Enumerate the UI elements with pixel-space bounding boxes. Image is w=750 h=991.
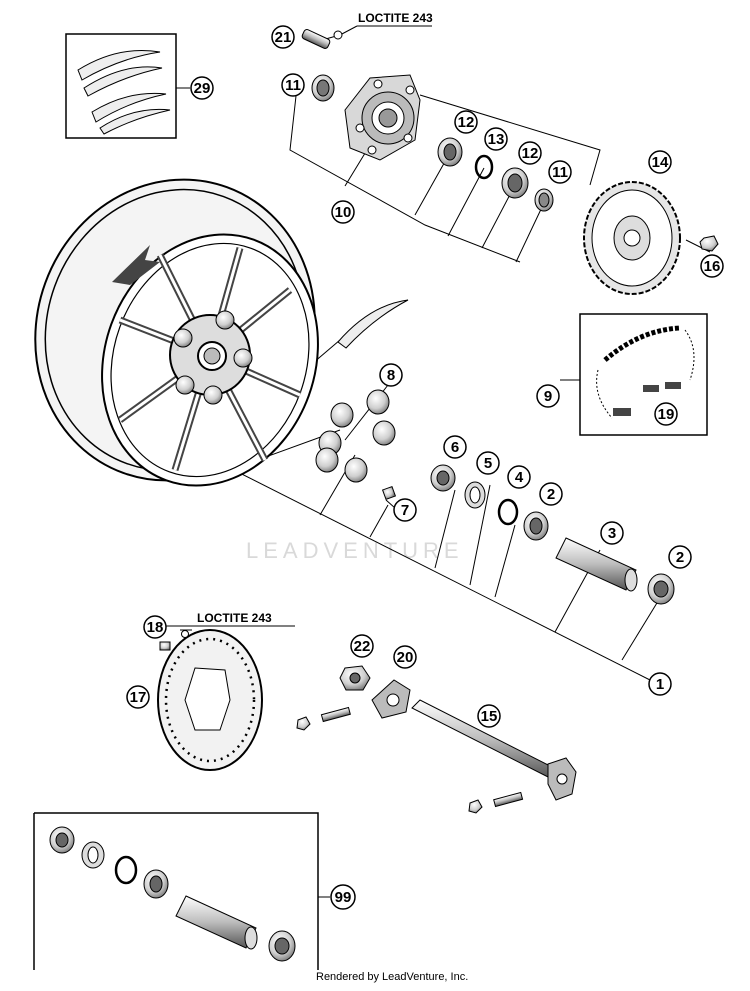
callout-99: 99: [330, 884, 356, 910]
svg-text:99: 99: [335, 889, 352, 906]
callout-11-b: 11: [548, 160, 572, 184]
svg-text:13: 13: [488, 131, 505, 148]
nut-16: [699, 235, 719, 252]
callout-20: 15: [477, 704, 501, 728]
callout-17: 17: [126, 685, 150, 709]
svg-text:20: 20: [397, 649, 414, 666]
svg-text:LOCTITE 243: LOCTITE 243: [197, 611, 272, 625]
wheel-bearing-stack: [430, 464, 549, 541]
tire-decal: [337, 299, 409, 349]
pin-15: [301, 29, 343, 49]
svg-text:4: 4: [515, 469, 524, 486]
svg-text:5: 5: [484, 455, 492, 472]
chain-adjuster-21: [371, 679, 411, 719]
svg-text:15: 15: [481, 708, 498, 725]
sprocket-carrier: [344, 74, 421, 161]
rear-wheel: [34, 178, 319, 487]
svg-text:12: 12: [522, 145, 539, 162]
svg-text:16: 16: [704, 258, 721, 275]
callout-2-b: 2: [668, 545, 692, 569]
callout-9: 9: [536, 384, 560, 408]
svg-text:19: 19: [658, 406, 675, 423]
callout-22: 22: [350, 634, 374, 658]
decal-kit-box: [65, 33, 190, 139]
svg-text:9: 9: [544, 388, 552, 405]
axle-nut-22: [339, 665, 371, 691]
screw-7: [381, 485, 397, 501]
callout-7: 7: [393, 498, 417, 522]
callout-21: 20: [393, 645, 417, 669]
callout-2-a: 2: [539, 482, 563, 506]
callout-6: 6: [443, 435, 467, 459]
credit-text: Rendered by LeadVenture, Inc.: [316, 971, 469, 983]
callout-12-a: 12: [454, 110, 478, 134]
callout-3: 3: [600, 521, 624, 545]
callout-13: 13: [484, 127, 508, 151]
damper-rubbers: [315, 389, 396, 483]
rear-axle: [411, 699, 577, 801]
callout-10: 10: [331, 200, 355, 224]
svg-text:18: 18: [147, 619, 164, 636]
hub-bearings-row: [437, 137, 554, 212]
callout-4: 4: [507, 465, 531, 489]
svg-text:2: 2: [547, 486, 555, 503]
brake-disc: [157, 629, 263, 771]
callouts: 21 29 11 12 13 12 11 14 10 16 8 9 19 6 5…: [126, 25, 724, 910]
callout-5: 5: [476, 451, 500, 475]
watermark: LEADVENTURE: [246, 538, 464, 563]
callout-18: 18: [143, 615, 167, 639]
callout-1: 1: [648, 672, 672, 696]
svg-text:LOCTITE 243: LOCTITE 243: [358, 11, 433, 25]
callout-14: 14: [648, 150, 672, 174]
bearing-2-right: [647, 573, 675, 605]
bearing-kit-box: [33, 812, 330, 970]
svg-text:22: 22: [354, 638, 371, 655]
chain-kit-box: [579, 313, 708, 436]
svg-text:2: 2: [676, 549, 684, 566]
adjuster-screws: [296, 706, 524, 814]
svg-text:29: 29: [194, 80, 211, 97]
svg-text:14: 14: [652, 154, 669, 171]
callout-8: 8: [379, 363, 403, 387]
svg-text:3: 3: [608, 525, 616, 542]
svg-text:17: 17: [130, 689, 147, 706]
callout-19: 19: [654, 402, 678, 426]
callout-15: 21: [271, 25, 295, 49]
svg-text:8: 8: [387, 367, 395, 384]
svg-text:21: 21: [275, 29, 292, 46]
rear-sprocket: [583, 181, 681, 295]
svg-text:12: 12: [458, 114, 475, 131]
callout-11-top: 11: [281, 73, 305, 97]
bearing-11-top: [311, 74, 335, 102]
loctite-note-top: LOCTITE 243: [339, 11, 433, 36]
callout-16: 16: [700, 254, 724, 278]
svg-text:1: 1: [656, 676, 664, 693]
svg-text:10: 10: [335, 204, 352, 221]
svg-text:LEADVENTURE: LEADVENTURE: [246, 538, 464, 563]
spacer-tube: [555, 537, 638, 592]
screw-18: [159, 630, 189, 651]
svg-text:11: 11: [285, 77, 301, 94]
callout-29: 29: [190, 76, 214, 100]
svg-text:6: 6: [451, 439, 459, 456]
loctite-note-bottom: LOCTITE 243: [196, 611, 275, 627]
svg-text:11: 11: [552, 164, 568, 181]
svg-text:7: 7: [401, 502, 409, 519]
callout-12-b: 12: [518, 141, 542, 165]
